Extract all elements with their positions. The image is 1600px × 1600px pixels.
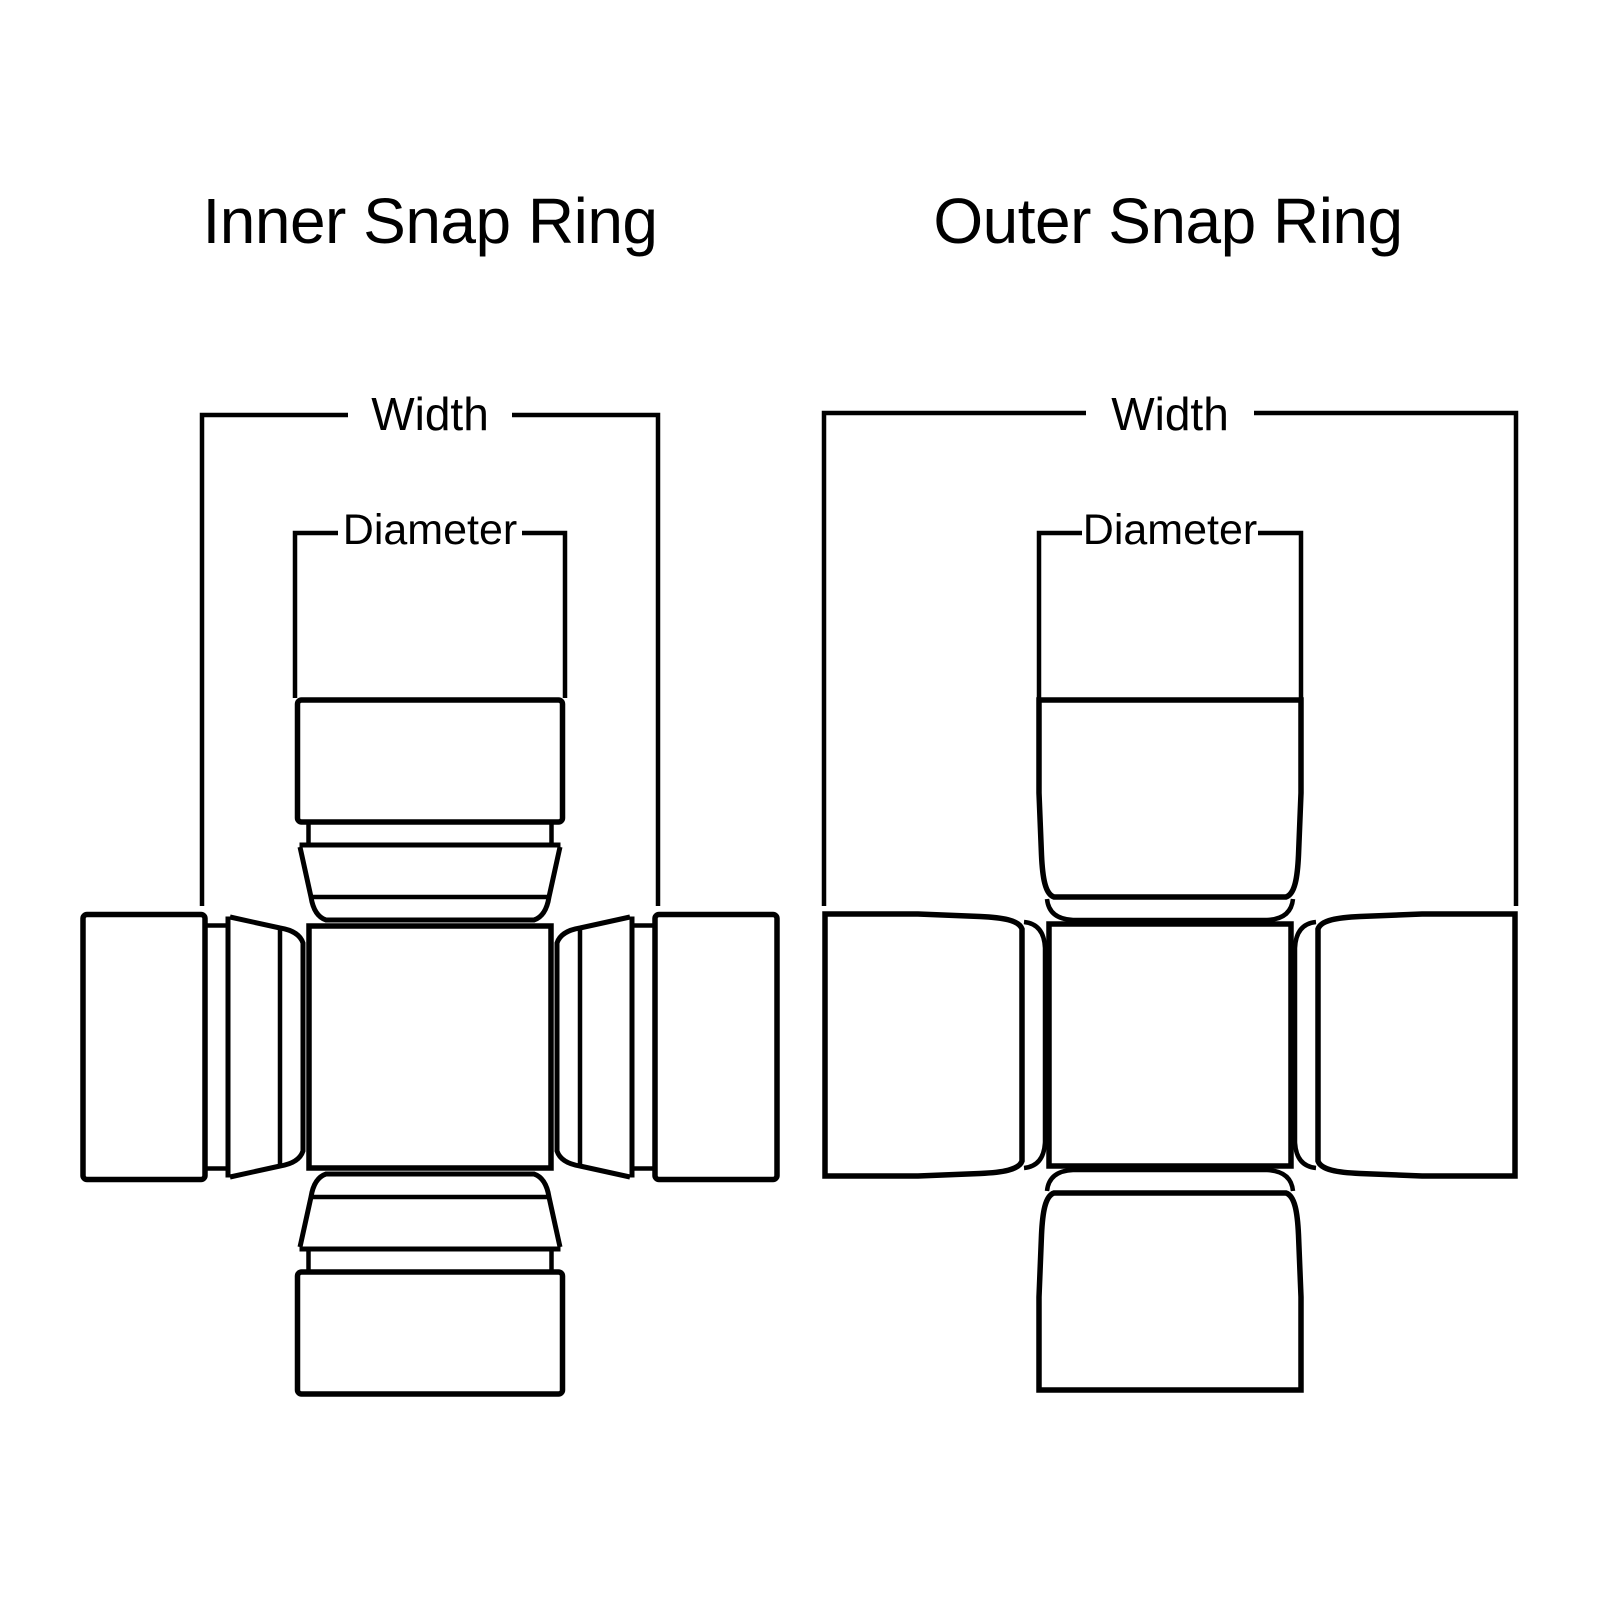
bearing-cap-bottom — [1039, 1170, 1301, 1390]
diagram-title: Outer Snap Ring — [933, 185, 1402, 257]
diagram-title: Inner Snap Ring — [202, 185, 657, 257]
u-joint-cross-outer — [825, 700, 1515, 1390]
width-dimension-bracket: Width — [821, 388, 1519, 906]
diameter-label: Diameter — [343, 506, 517, 554]
diameter-label: Diameter — [1083, 506, 1257, 554]
cross-center-body — [306, 923, 554, 1171]
width-label: Width — [371, 388, 489, 440]
inner-snap-ring-diagram: Inner Snap Ring Width Diameter — [83, 185, 777, 1394]
bearing-cap-bottom — [298, 1174, 563, 1394]
bearing-cap-top — [298, 700, 563, 920]
bearing-cap-right — [1295, 914, 1515, 1176]
width-label: Width — [1111, 388, 1229, 440]
bearing-cap-right — [557, 915, 777, 1180]
bearing-cap-left — [825, 914, 1045, 1176]
bearing-cap-left — [83, 915, 303, 1180]
width-dimension-bracket: Width — [199, 388, 661, 906]
cross-center-body — [1046, 921, 1294, 1169]
diameter-dimension-bracket: Diameter — [1036, 506, 1304, 698]
outer-snap-ring-diagram: Outer Snap Ring Width Diameter — [821, 185, 1519, 1390]
bearing-cap-top — [1039, 700, 1301, 920]
diameter-dimension-bracket: Diameter — [292, 506, 568, 698]
u-joint-cross-inner — [83, 700, 777, 1394]
